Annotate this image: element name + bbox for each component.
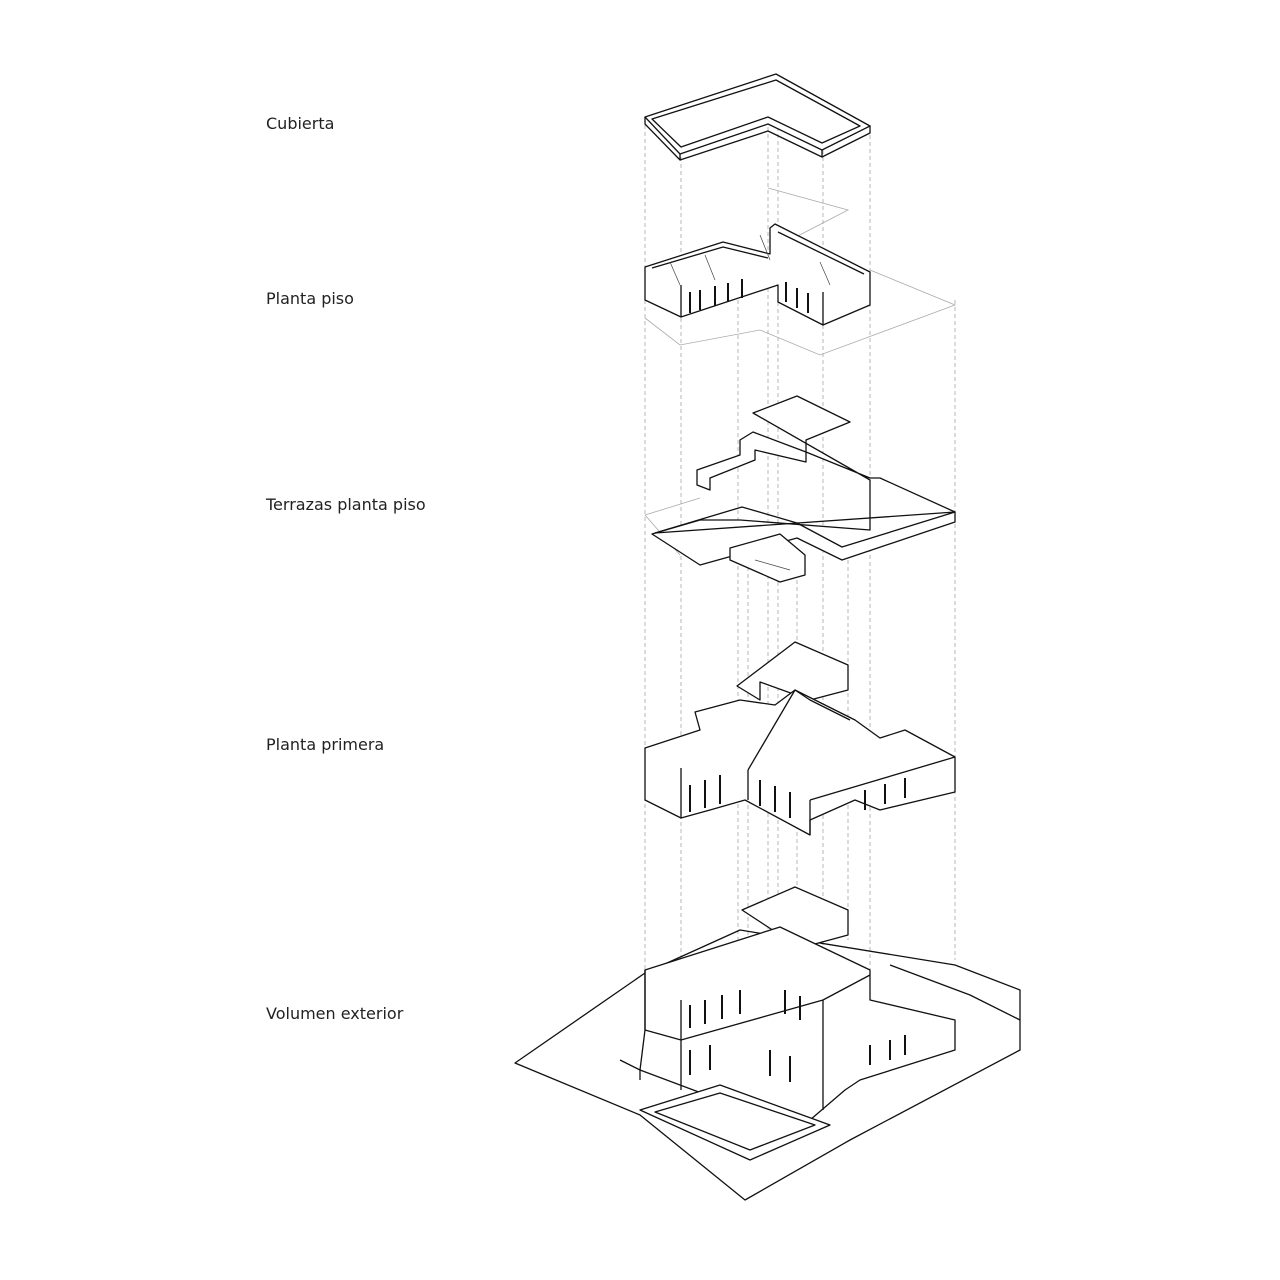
exterior-volume-level	[514, 886, 1021, 1201]
upper-windows	[689, 279, 809, 313]
label-planta-piso: Planta piso	[266, 289, 354, 308]
label-cubierta: Cubierta	[266, 114, 335, 133]
first-floor-windows	[689, 775, 906, 818]
label-planta-primera: Planta primera	[266, 735, 385, 754]
roof-level	[644, 73, 871, 161]
exterior-windows	[689, 990, 906, 1082]
first-floor-level	[644, 641, 956, 836]
upper-floor-level	[644, 187, 957, 356]
label-terrazas-planta-piso: Terrazas planta piso	[266, 495, 426, 514]
terraces-level	[644, 395, 956, 583]
label-volumen-exterior: Volumen exterior	[266, 1004, 404, 1023]
